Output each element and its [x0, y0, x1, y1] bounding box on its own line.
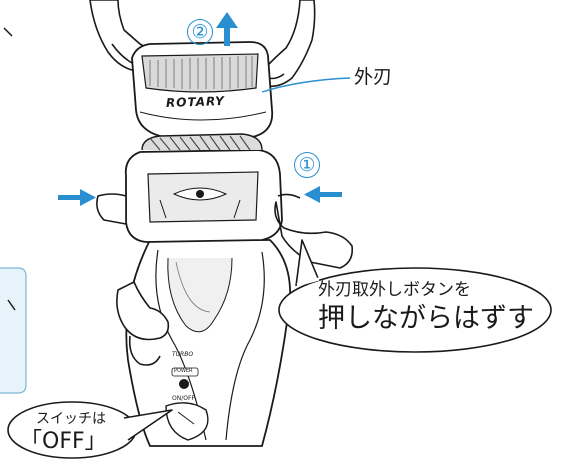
shaver-body	[125, 239, 292, 447]
release-note-small: 外刃取外しボタンを	[318, 280, 471, 300]
step-1-number: ①	[294, 152, 320, 178]
arrow-right-icon	[58, 189, 96, 206]
release-callout	[278, 239, 552, 353]
info-box	[0, 267, 27, 394]
switch-callout	[7, 401, 173, 459]
arrow-up-icon	[216, 12, 238, 46]
power-label: POWER	[174, 368, 193, 374]
text-mark	[3, 27, 13, 37]
hand-left-body	[96, 193, 170, 366]
text-mark	[7, 299, 16, 311]
outer-blade-label: 外刃	[354, 66, 393, 88]
leader-line	[261, 77, 351, 93]
turbo-label: TURBO	[172, 351, 194, 358]
step-2-number: ②	[187, 19, 213, 45]
switch-note-small: スイッチは	[36, 411, 106, 427]
switch-note-large: 「OFF」	[20, 429, 107, 454]
hand-right-body	[274, 193, 354, 269]
on-off-label: ON/OFF	[172, 395, 195, 402]
outer-blade	[131, 41, 274, 144]
shaver-head	[124, 133, 283, 243]
arrow-left-icon	[304, 186, 342, 203]
release-note-large: 押しながらはずす	[318, 303, 534, 334]
brand-label: ROTARY	[165, 93, 226, 111]
